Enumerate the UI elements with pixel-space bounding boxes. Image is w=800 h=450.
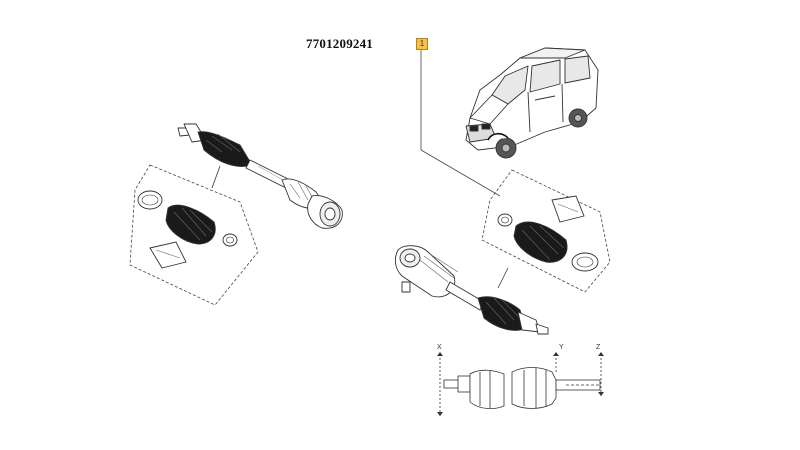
callout-leader-line (420, 50, 501, 197)
right-boot-kit (481, 169, 611, 293)
right-kit-pointer (497, 267, 509, 289)
left-kit-pointer (211, 165, 221, 189)
part-number: 7701209241 (306, 36, 373, 51)
callout-marker[interactable]: 1 (416, 38, 428, 50)
vehicle-illustration (465, 47, 599, 159)
left-boot-kit (129, 164, 259, 306)
dimension-label-x: X (437, 344, 442, 351)
dimension-label-y: Y (559, 344, 564, 351)
dimension-label-z: Z (596, 344, 601, 351)
left-driveshaft (177, 123, 343, 229)
dimension-detail (437, 352, 604, 416)
right-driveshaft (394, 245, 549, 335)
